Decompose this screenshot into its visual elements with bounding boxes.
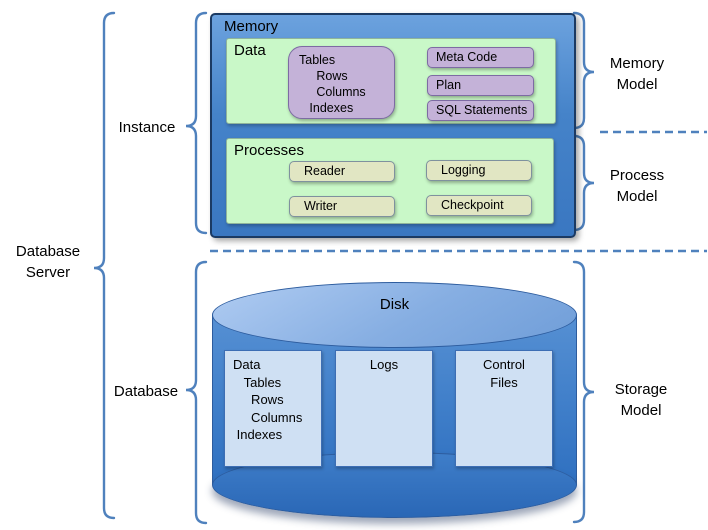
memory-title: Memory [224, 18, 279, 35]
memory-structures-box: Tables Rows Columns Indexes [288, 46, 395, 119]
database-server-brace [93, 11, 116, 520]
database-server-label: Database Server [15, 243, 81, 281]
data-title: Data [234, 42, 266, 59]
processes-section: Processes Reader Logging Writer Checkpoi… [226, 138, 554, 224]
control-files-box: Control Files [455, 350, 553, 467]
logging-box: Logging [426, 160, 532, 181]
storage-model-label: Storage Model [614, 381, 668, 419]
disk-cylinder: Disk Data Tables Rows Columns Indexes Lo… [212, 282, 577, 518]
reader-box: Reader [289, 161, 395, 182]
logs-box: Logs [335, 350, 433, 467]
processes-title: Processes [234, 142, 305, 159]
data-files-box: Data Tables Rows Columns Indexes [224, 350, 322, 467]
meta-code-box: Meta Code [427, 47, 534, 68]
instance-label: Instance [118, 119, 176, 136]
memory-box: Memory Data Tables Rows Columns Indexes … [210, 13, 576, 238]
sql-statements-box: SQL Statements [427, 100, 534, 121]
writer-box: Writer [289, 196, 395, 217]
process-model-label: Process Model [609, 167, 665, 205]
disk-cylinder-top: Disk [212, 282, 577, 348]
storage-model-brace [572, 260, 595, 524]
data-section: Data Tables Rows Columns Indexes Meta Co… [226, 38, 556, 124]
plan-box: Plan [427, 75, 534, 96]
checkpoint-box: Checkpoint [426, 195, 532, 216]
memory-model-label: Memory Model [609, 55, 665, 93]
disk-title: Disk [379, 296, 410, 313]
database-label: Database [113, 383, 179, 400]
